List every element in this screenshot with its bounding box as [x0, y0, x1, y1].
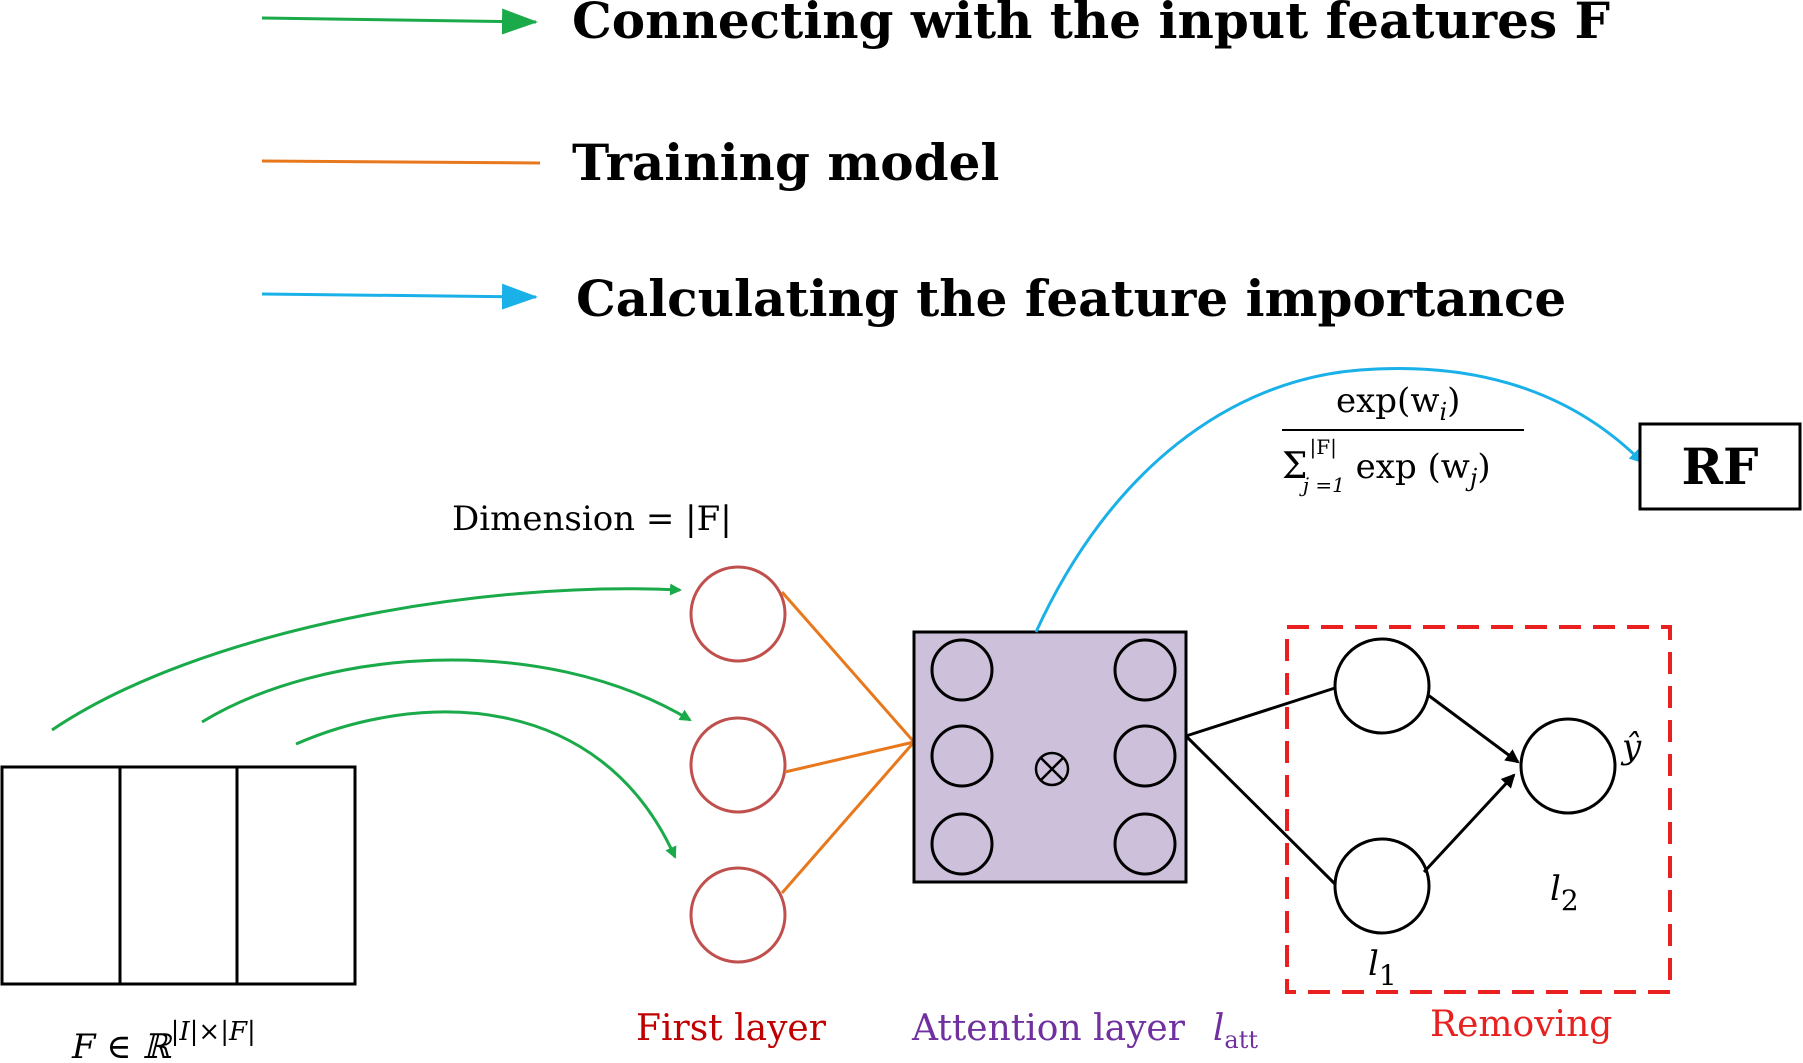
first-layer-node [689, 716, 787, 814]
l1-node [1333, 637, 1431, 735]
orange-training-lines [780, 591, 916, 894]
rf-label: RF [1681, 437, 1758, 496]
l2-node [1519, 717, 1617, 815]
l1-layer [1333, 637, 1431, 935]
legend: Connecting with the input features F Tra… [261, 0, 1610, 328]
removing-label: Removing [1430, 1004, 1612, 1045]
input-matrix-label: F ∈ ℝ|I|×|F| [71, 1017, 256, 1063]
legend-green-label: Connecting with the input features F [572, 0, 1610, 50]
l1-label: l1 [1368, 944, 1397, 992]
first-layer-node [689, 866, 787, 964]
first-layer [689, 565, 787, 964]
y-hat-label: ŷ [1620, 727, 1642, 767]
attention-to-l1-lines [1184, 686, 1339, 888]
legend-blue-label: Calculating the feature importance [576, 269, 1566, 328]
input-matrix: F ∈ ℝ|I|×|F| [0, 765, 357, 1063]
l2-label: l2 [1550, 869, 1579, 917]
green-connections [51, 583, 692, 859]
legend-blue-arrow [261, 283, 538, 310]
softmax-formula: exp(wi) Σ|F|j =1 exp (wj) [1282, 381, 1524, 497]
otimes-icon [1034, 751, 1070, 787]
svg-text:Σ|F|j =1 exp (wj): Σ|F|j =1 exp (wj) [1282, 435, 1491, 497]
legend-green-arrow [261, 8, 538, 35]
l1-node [1333, 837, 1431, 935]
svg-text:exp(wi): exp(wi) [1336, 381, 1460, 426]
attention-layer [912, 630, 1188, 884]
removing-box [1285, 625, 1672, 994]
blue-importance-arrow [1034, 366, 1644, 633]
first-layer-node [689, 565, 787, 663]
legend-orange-line [261, 159, 541, 165]
first-layer-label: First layer [636, 1008, 827, 1049]
dimension-label: Dimension = |F| [452, 499, 732, 539]
legend-orange-label: Training model [572, 133, 999, 192]
rf-box: RF [1638, 422, 1802, 511]
l1-to-l2-arrows [1422, 693, 1520, 874]
